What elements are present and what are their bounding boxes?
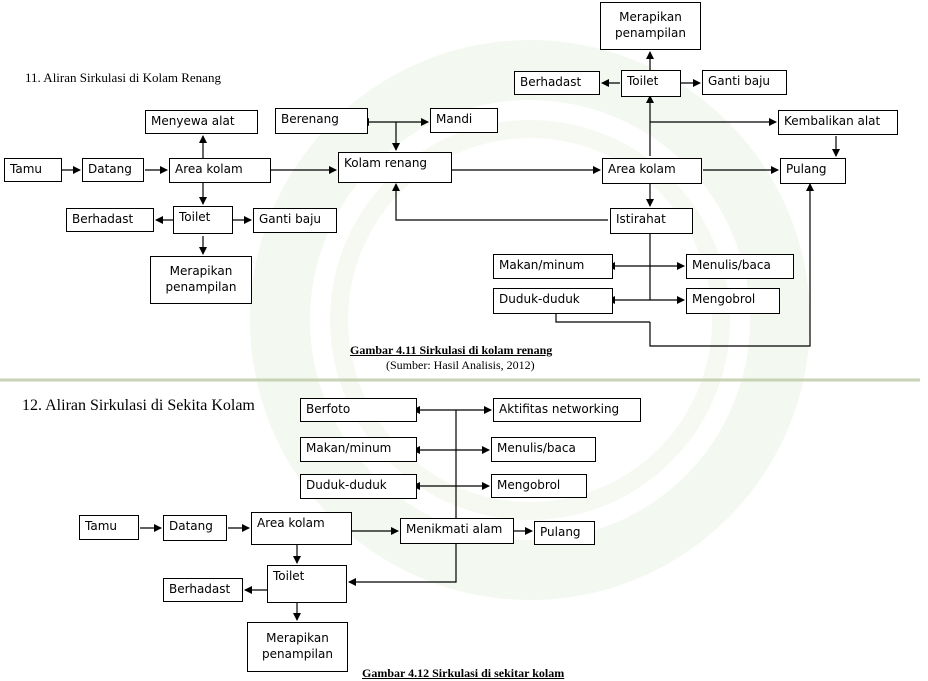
node-toilet-exit: Toilet [621,70,681,97]
node-merapikan-3: Merapikan penampilan [247,622,348,672]
node-berhadast-3: Berhadast [163,578,243,602]
section-11-heading: 11. Aliran Sirkulasi di Kolam Renang [25,70,221,85]
node-pulang: Pulang [780,158,846,184]
figure-4-12-caption: Gambar 4.12 Sirkulasi di sekitar kolam [362,666,565,680]
node-makan-minum: Makan/minum [493,254,613,279]
node-ganti-baju-exit: Ganti baju [702,70,787,95]
node-kolam-renang: Kolam renang [338,152,452,183]
node-mengobrol-2: Mengobrol [491,474,587,498]
node-istirahat: Istirahat [610,208,693,234]
node-merapikan-entry: Merapikan penampilan [150,256,252,304]
node-ganti-baju-entry: Ganti baju [253,208,337,233]
node-aktifitas-networking: Aktifitas networking [493,398,641,422]
node-toilet-entry: Toilet [173,206,233,234]
section-12-heading: 12. Aliran Sirkulasi di Sekita Kolam [22,397,255,414]
node-area-kolam-exit: Area kolam [602,158,702,184]
node-merapikan-exit: Merapikan penampilan [600,2,701,50]
figure-4-11-source: (Sumber: Hasil Analisis, 2012) [386,358,535,372]
node-area-kolam-entry: Area kolam [169,158,271,183]
node-makan-minum-2: Makan/minum [300,437,417,462]
node-kembalikan-alat: Kembalikan alat [778,110,898,135]
node-tamu-2: Tamu [79,515,139,540]
node-menikmati-alam: Menikmati alam [400,518,514,544]
node-duduk-duduk-2: Duduk-duduk [300,474,417,499]
node-berhadast-entry: Berhadast [66,208,154,232]
node-berfoto: Berfoto [300,398,417,422]
node-menulis-baca: Menulis/baca [686,254,794,279]
node-mandi: Mandi [430,108,498,133]
figure-4-11-caption: Gambar 4.11 Sirkulasi di kolam renang [350,343,553,357]
node-berhadast-exit: Berhadast [514,71,600,95]
node-berenang: Berenang [275,108,368,134]
node-area-kolam-3: Area kolam [251,512,352,545]
node-datang-2: Datang [163,515,227,541]
node-mengobrol: Mengobrol [686,288,780,314]
node-duduk-duduk: Duduk-duduk [493,288,613,314]
node-pulang-2: Pulang [534,521,595,545]
node-datang: Datang [82,158,144,182]
node-menulis-baca-2: Menulis/baca [491,437,596,462]
node-menyewa-alat: Menyewa alat [145,110,258,134]
node-tamu: Tamu [4,158,62,182]
node-toilet-3: Toilet [267,565,347,603]
